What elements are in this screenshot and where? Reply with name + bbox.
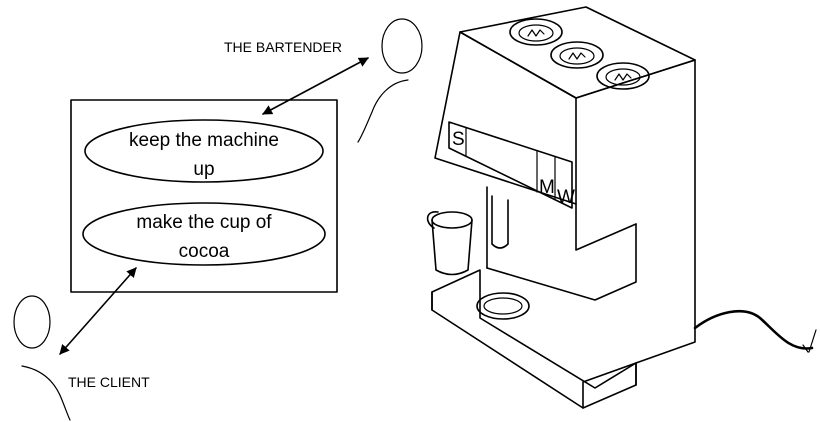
dispenser-cap-2 bbox=[550, 41, 604, 69]
client-actor: THE CLIENT bbox=[13, 295, 150, 421]
bartender-head bbox=[381, 18, 423, 74]
machine-right-side bbox=[575, 59, 696, 364]
client-body bbox=[21, 365, 71, 421]
drip-tray bbox=[431, 269, 637, 409]
client-head bbox=[13, 295, 51, 349]
display-panel bbox=[448, 121, 573, 209]
use-case-keep-machine-up: keep the machine up bbox=[84, 119, 324, 183]
client-label: THE CLIENT bbox=[68, 374, 150, 390]
use-case-keep-machine-up-line2: up bbox=[193, 159, 214, 180]
client-association-arrow bbox=[59, 267, 137, 355]
use-case-keep-machine-up-line1: keep the machine bbox=[129, 130, 279, 151]
bartender-actor: THE BARTENDER bbox=[224, 18, 423, 143]
panel-letter-s: S bbox=[452, 129, 465, 150]
cup-holder-ring bbox=[476, 292, 530, 320]
dispenser-cap-1 bbox=[509, 18, 563, 46]
use-case-make-cocoa-line2: cocoa bbox=[179, 241, 230, 262]
machine-recess-back bbox=[486, 223, 637, 301]
power-plug bbox=[802, 329, 817, 353]
cocoa-cup bbox=[426, 211, 473, 276]
bartender-label: THE BARTENDER bbox=[224, 39, 342, 55]
panel-letter-w: W bbox=[557, 187, 575, 208]
power-cord bbox=[693, 309, 814, 350]
bartender-association-arrow bbox=[262, 57, 369, 115]
use-case-make-cocoa-line1: make the cup of bbox=[136, 212, 272, 233]
dispenser-cap-3 bbox=[596, 62, 650, 90]
panel-letter-m: M bbox=[539, 177, 555, 198]
dispenser-nozzle bbox=[491, 195, 509, 249]
use-case-make-cup-of-cocoa: make the cup of cocoa bbox=[82, 202, 326, 266]
system-boundary bbox=[70, 99, 338, 293]
machine-recess-right bbox=[575, 203, 637, 251]
bartender-body bbox=[357, 79, 409, 143]
cocoa-machine-illustration: S M W bbox=[426, 6, 817, 409]
